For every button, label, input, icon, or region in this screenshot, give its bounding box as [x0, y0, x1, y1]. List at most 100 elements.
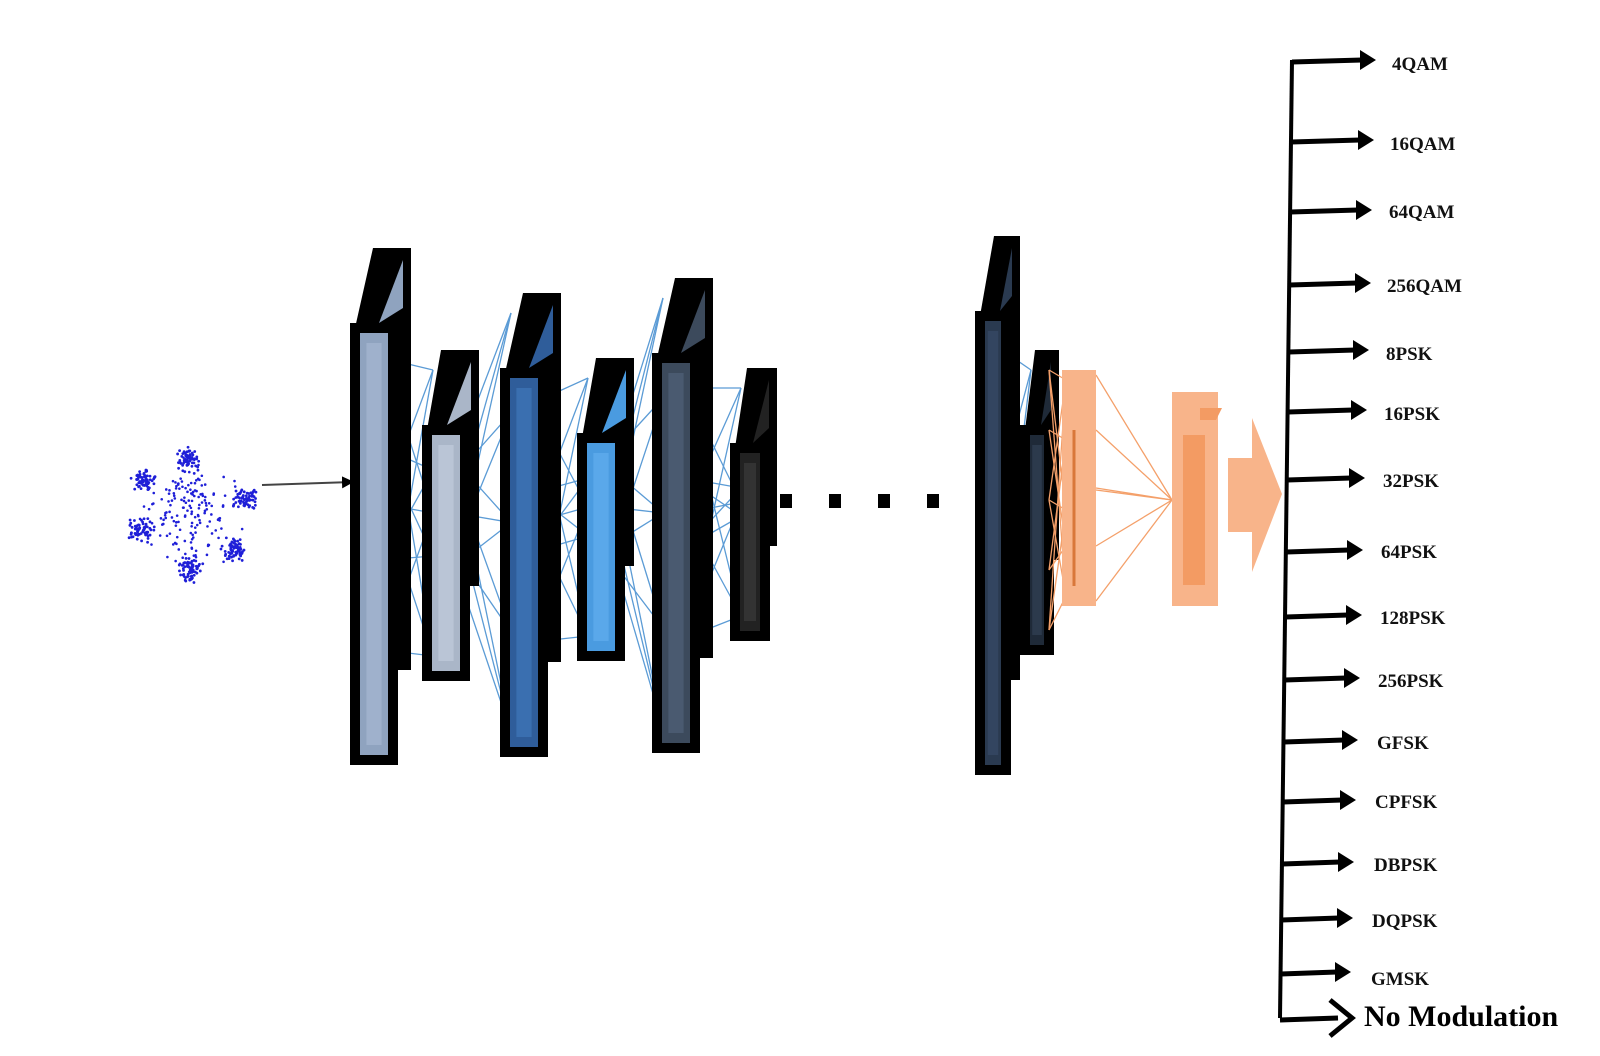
scatter-point [222, 475, 225, 479]
layer-highlight [379, 260, 403, 323]
scatter-point [183, 496, 186, 499]
scatter-point [167, 500, 170, 503]
scatter-point [189, 541, 193, 544]
scatter-point [237, 548, 241, 551]
scatter-point [242, 548, 246, 552]
scatter-point [198, 518, 201, 522]
scatter-point [227, 551, 231, 554]
output-arrow-shaft [1280, 969, 1338, 977]
scatter-point [137, 523, 141, 527]
scatter-point [190, 499, 194, 503]
layer-prism [422, 350, 479, 681]
scatter-point [183, 539, 187, 543]
dense-layer [1062, 370, 1096, 606]
scatter-point [150, 521, 154, 525]
scatter-point [178, 562, 182, 566]
scatter-point [189, 506, 193, 510]
scatter-point [165, 534, 169, 538]
scatter-point [195, 571, 199, 575]
softmax-highlight [1200, 408, 1222, 420]
scatter-point [192, 458, 196, 461]
scatter-point [204, 501, 208, 505]
scatter-point [181, 485, 184, 489]
scatter-point [186, 457, 190, 460]
scatter-point [210, 504, 214, 508]
scatter-point [179, 573, 182, 577]
layer-prism [350, 248, 411, 765]
scatter-point [187, 470, 191, 474]
scatter-point [198, 503, 201, 507]
scatter-point [164, 488, 168, 491]
scatter-point [241, 494, 245, 498]
scatter-point [152, 528, 156, 532]
scatter-point [171, 479, 175, 483]
scatter-point [147, 481, 151, 484]
scatter-point [190, 537, 194, 541]
scatter-point [168, 532, 172, 535]
scatter-point [193, 494, 196, 498]
scatter-point [146, 540, 149, 544]
scatter-point [146, 485, 150, 489]
output-arrow-shaft [1290, 207, 1359, 215]
output-arrow-shaft [1284, 675, 1347, 683]
scatter-point [201, 492, 204, 496]
scatter-point [224, 536, 228, 540]
layer-prism [652, 278, 713, 753]
scatter-point [192, 461, 196, 465]
scatter-point [203, 495, 207, 499]
output-arrow-head-icon [1347, 540, 1363, 560]
layer-inner-face [593, 453, 609, 641]
scatter-point [186, 490, 189, 494]
scatter-point [203, 511, 206, 515]
scatter-point [206, 525, 209, 528]
scatter-point [159, 517, 163, 520]
scatter-point [160, 497, 164, 501]
output-arrow-shaft [1286, 547, 1350, 555]
output-arrow-shaft [1291, 137, 1361, 145]
scatter-point [187, 570, 191, 574]
scatter-point [133, 519, 136, 522]
output-class-label: 128PSK [1380, 608, 1446, 629]
scatter-point [193, 526, 197, 529]
output-arrow-head-icon [1328, 998, 1356, 1038]
scatter-point [242, 490, 246, 494]
scatter-point [184, 454, 188, 457]
scatter-point [181, 567, 185, 570]
scatter-point [169, 503, 172, 507]
scatter-point [177, 548, 181, 551]
scatter-point [195, 567, 199, 571]
output-arrow-shaft [1288, 347, 1356, 355]
output-class-label: DBPSK [1374, 855, 1438, 876]
scatter-point [146, 474, 149, 478]
output-arrow-head-icon [1346, 605, 1362, 625]
output-class-label: 64QAM [1389, 202, 1455, 223]
scatter-point [250, 493, 254, 496]
scatter-point [178, 487, 181, 490]
output-arrow-head-icon [1337, 908, 1353, 928]
connection-line [1095, 499, 1173, 602]
scatter-point [243, 501, 247, 505]
scatter-point [178, 528, 182, 532]
scatter-point [141, 478, 145, 482]
layer-prism [975, 236, 1020, 775]
output-arrow-shaft [1285, 612, 1349, 620]
scatter-point [166, 555, 169, 559]
scatter-point [201, 562, 205, 566]
scatter-point [184, 579, 188, 583]
scatter-point [160, 523, 164, 526]
scatter-point [174, 481, 177, 484]
scatter-point [163, 513, 167, 517]
scatter-point [205, 508, 209, 511]
scatter-point [196, 468, 200, 472]
scatter-point [191, 568, 195, 572]
output-arrow-head-icon [1335, 962, 1351, 982]
scatter-point [239, 490, 243, 493]
scatter-point [194, 531, 197, 534]
scatter-point [128, 523, 132, 527]
scatter-point [205, 553, 209, 557]
scatter-point [234, 489, 238, 493]
scatter-point [200, 484, 204, 487]
scatter-point [193, 515, 197, 519]
scatter-point [185, 564, 189, 568]
scatter-point [146, 517, 150, 521]
